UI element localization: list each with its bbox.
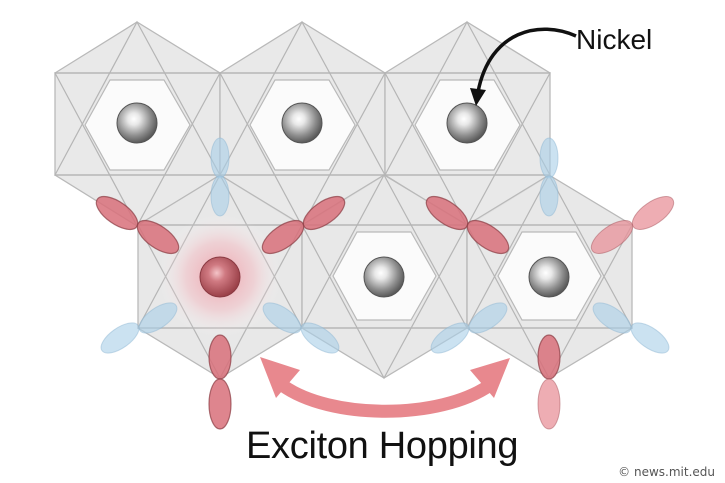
nickel-pointer-arrow-icon xyxy=(470,27,577,106)
red-orbitals-light xyxy=(537,196,675,430)
exciton-hopping-double-arrow-icon xyxy=(260,357,510,418)
nickel-atoms xyxy=(116,102,570,298)
image-credit: © news.mit.edu xyxy=(618,465,715,479)
exciton-hopping-label: Exciton Hopping xyxy=(246,425,519,467)
nickel-atom xyxy=(116,102,158,144)
nickel-atom xyxy=(281,102,323,144)
nickel-atom-excited xyxy=(199,256,241,298)
nickel-label: Nickel xyxy=(576,24,653,55)
nickel-atom xyxy=(528,256,570,298)
blue-orbitals xyxy=(100,137,670,354)
red-orbitals xyxy=(95,195,561,430)
nickel-atom xyxy=(446,102,488,144)
nickel-atom xyxy=(363,256,405,298)
